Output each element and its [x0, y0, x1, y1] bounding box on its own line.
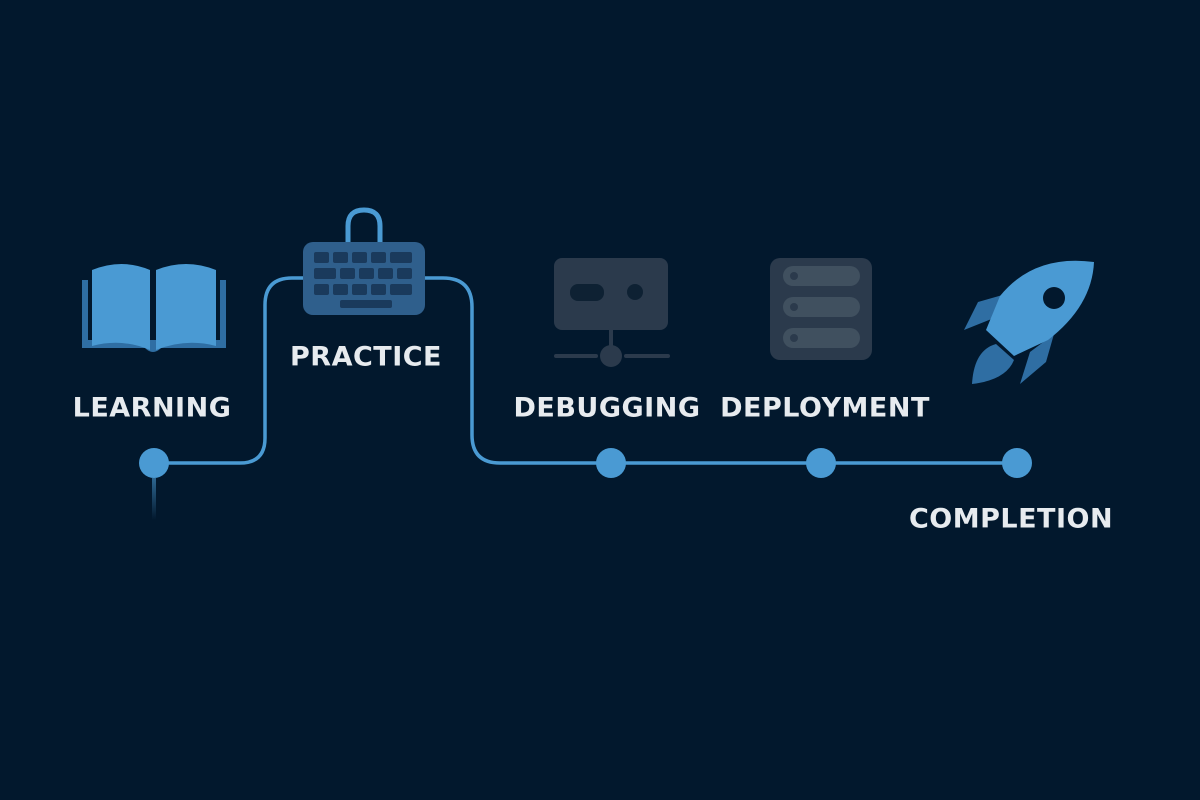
stage-label-learning: LEARNING [72, 392, 232, 424]
milestone-dot-learning [139, 448, 169, 478]
milestone-dot-debugging [596, 448, 626, 478]
debug-device-icon [554, 258, 670, 367]
rocket-icon [964, 260, 1094, 384]
connector-tail [152, 478, 156, 520]
stage-label-completion: COMPLETION [908, 503, 1114, 535]
stage-label-practice: PRACTICE [289, 341, 443, 373]
keyboard-icon [303, 207, 425, 315]
milestone-dot-deployment [806, 448, 836, 478]
stage-label-debugging: DEBUGGING [513, 392, 701, 424]
open-book-icon [82, 264, 226, 352]
server-icon [770, 258, 872, 360]
milestone-dot-completion [1002, 448, 1032, 478]
stage-label-deployment: DEPLOYMENT [720, 392, 930, 424]
